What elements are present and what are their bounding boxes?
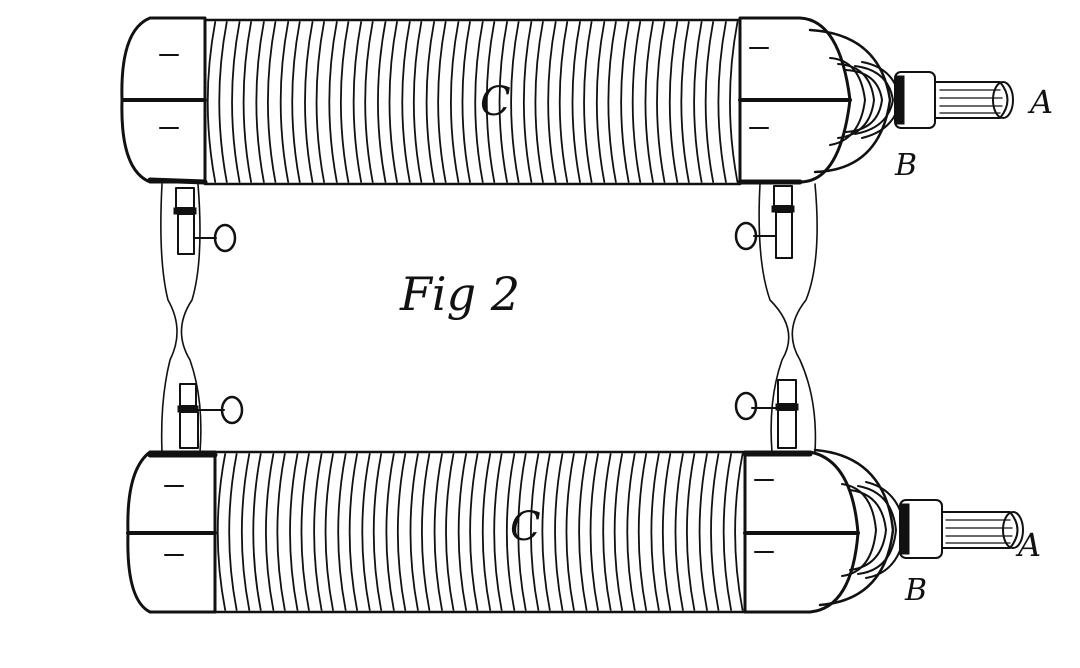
lower-winding-turn [674,453,696,611]
lower-winding-turn [289,453,310,611]
lower-winding-turn [578,453,599,611]
lower-collar [813,448,906,607]
lower-winding-turn [385,453,407,611]
upper-cylinder [120,16,1014,186]
lower-coil-label: C [510,504,541,550]
lower-winding-turn [481,453,503,611]
lower-winding-turn [216,453,238,611]
figure-caption: Fig 2 [399,267,520,321]
lower-winding-turn [626,453,648,611]
lower-left-terminal [177,383,244,449]
lower-winding-turn [554,453,575,611]
upper-coil-windings [206,21,739,183]
upper-shaft [894,71,1014,129]
lower-winding-turn [409,453,431,611]
lower-winding-turn [313,453,334,611]
lower-winding-turn [265,453,286,611]
upper-winding-turn [693,21,715,183]
upper-left-terminal [173,187,237,255]
upper-winding-turn [279,21,301,183]
upper-right-terminal [734,185,795,259]
upper-winding-turn [401,21,423,183]
lower-winding-turn [337,453,358,611]
upper-winding-turn [717,21,739,183]
upper-left-end-cap [120,16,208,185]
upper-winding-turn [595,21,617,183]
lower-shaft [899,499,1024,559]
upper-winding-turn [498,21,520,183]
lower-winding-turn [698,453,720,611]
upper-right-end-cap [737,16,852,185]
upper-winding-turn [474,21,496,183]
upper-winding-turn [620,21,642,183]
left-wires [160,183,202,453]
lower-winding-turn [433,453,455,611]
lower-cylinder [126,448,1024,614]
upper-winding-turn [377,21,398,183]
upper-winding-turn [255,21,277,183]
lower-winding-turn [650,453,672,611]
lower-collar-label: B [904,573,927,608]
upper-winding-turn [644,21,666,183]
lower-winding-turn [505,453,527,611]
lower-right-end-cap [742,450,860,614]
upper-winding-turn [523,21,544,183]
lower-winding-turn [457,453,479,611]
lower-winding-turn [722,453,744,611]
lower-winding-turn [361,453,383,611]
lower-winding-turn [530,453,551,611]
upper-winding-turn [571,21,593,183]
upper-winding-turn [668,21,690,183]
lower-coil-body [213,450,747,614]
upper-winding-turn [304,21,325,183]
lower-left-end-cap [126,450,218,614]
upper-shaft-label: A [1027,83,1053,121]
upper-coil-body [203,18,742,186]
lower-right-terminal [734,379,799,449]
upper-collar [808,28,901,174]
lower-winding-turn [602,453,623,611]
lower-coil-windings [216,453,744,611]
lower-shaft-label: A [1015,526,1041,564]
right-wires [758,183,818,453]
upper-winding-turn [206,21,228,183]
upper-winding-turn [231,21,252,183]
upper-winding-turn [352,21,374,183]
upper-winding-turn [450,21,471,183]
upper-collar-label: B [894,148,917,183]
upper-winding-turn [547,21,569,183]
upper-winding-turn [328,21,350,183]
lower-winding-turn [240,453,262,611]
upper-winding-turn [425,21,447,183]
upper-coil-label: C [480,79,511,125]
